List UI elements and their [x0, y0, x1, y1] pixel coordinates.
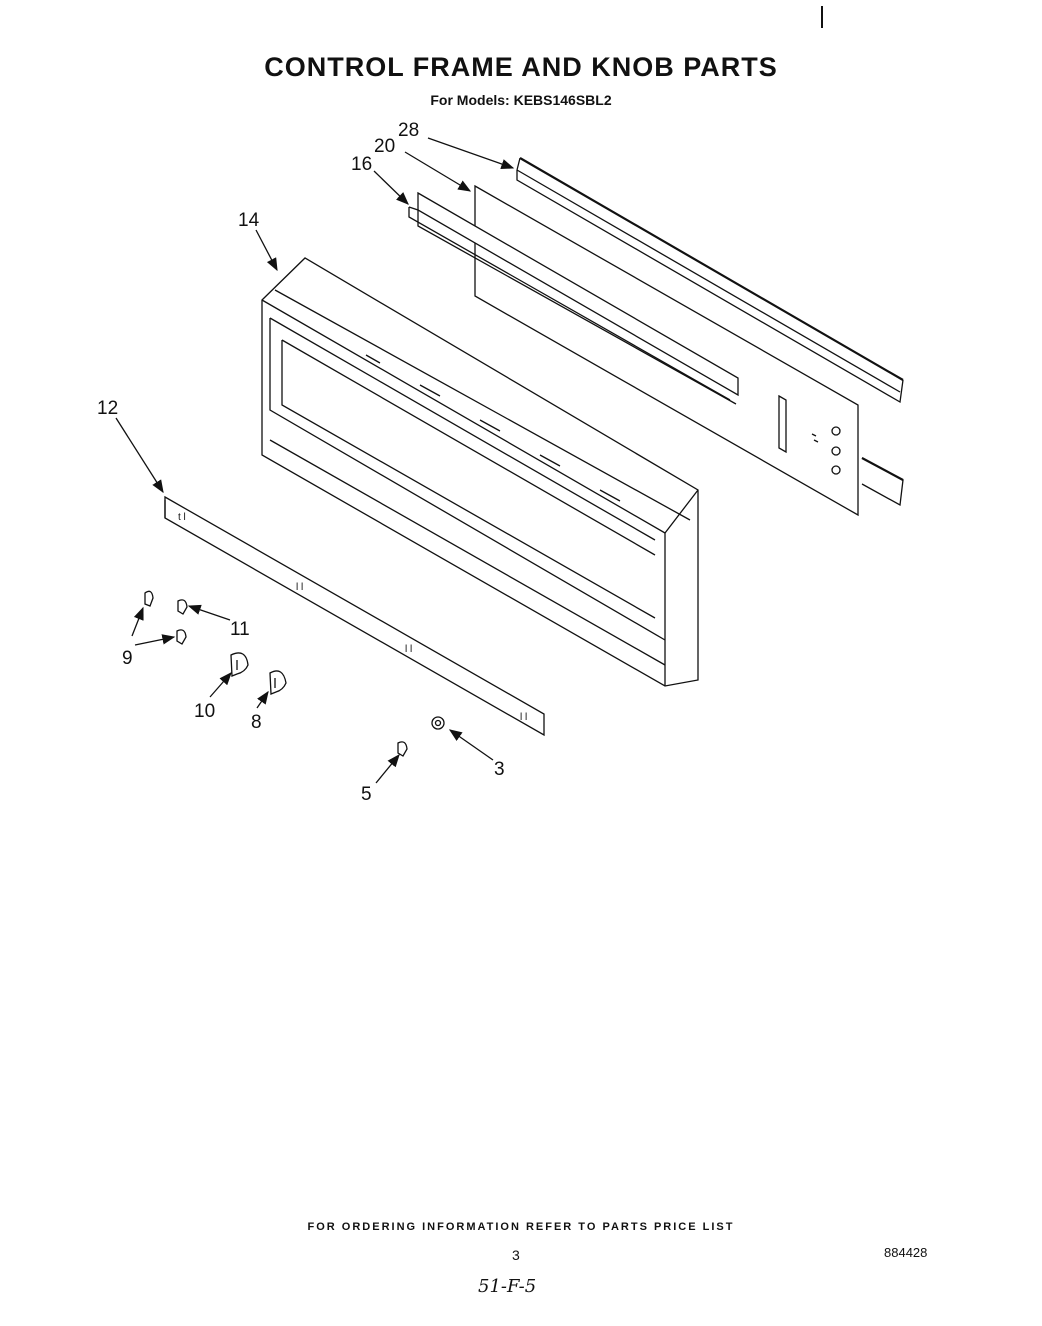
part-8-knob [269, 670, 287, 695]
part-11-knob [177, 599, 188, 615]
part-28-trim-strip [516, 157, 904, 507]
part-12-nameplate-strip: t l l l l l l l [164, 495, 545, 737]
callout-3: 3 [494, 759, 505, 780]
svg-text:l l: l l [296, 582, 303, 593]
callout-8: 8 [251, 712, 262, 733]
callout-14: 14 [238, 210, 260, 231]
top-margin-mark [821, 6, 823, 28]
part-16-channel-strip [408, 191, 739, 405]
callout-16: 16 [351, 154, 372, 175]
callout-20: 20 [374, 136, 395, 157]
part-3-nut [431, 716, 445, 730]
part-9-knob-upper [144, 590, 154, 607]
model-subtitle: For Models: KEBS146SBL2 [430, 92, 612, 108]
callout-9: 9 [122, 648, 133, 669]
leader-lines [115, 137, 515, 784]
handwritten-note: 51-F-5 [478, 1276, 537, 1297]
svg-text:l l: l l [520, 712, 527, 723]
page-title: CONTROL FRAME AND KNOB PARTS [264, 52, 778, 82]
page-number: 3 [512, 1247, 520, 1263]
callout-28: 28 [398, 120, 419, 141]
part-9-knob-lower [176, 629, 187, 645]
callout-5: 5 [361, 784, 372, 805]
callout-10: 10 [194, 701, 215, 722]
part-10-knob [230, 652, 249, 677]
svg-text:l l: l l [405, 644, 412, 655]
ordering-note: FOR ORDERING INFORMATION REFER TO PARTS … [307, 1221, 735, 1233]
callout-12: 12 [97, 398, 118, 419]
callout-11: 11 [230, 619, 250, 640]
document-number: 884428 [884, 1245, 928, 1260]
part-14-control-frame [261, 257, 699, 687]
part-5-knob [397, 741, 408, 757]
svg-text:t l: t l [178, 512, 186, 523]
